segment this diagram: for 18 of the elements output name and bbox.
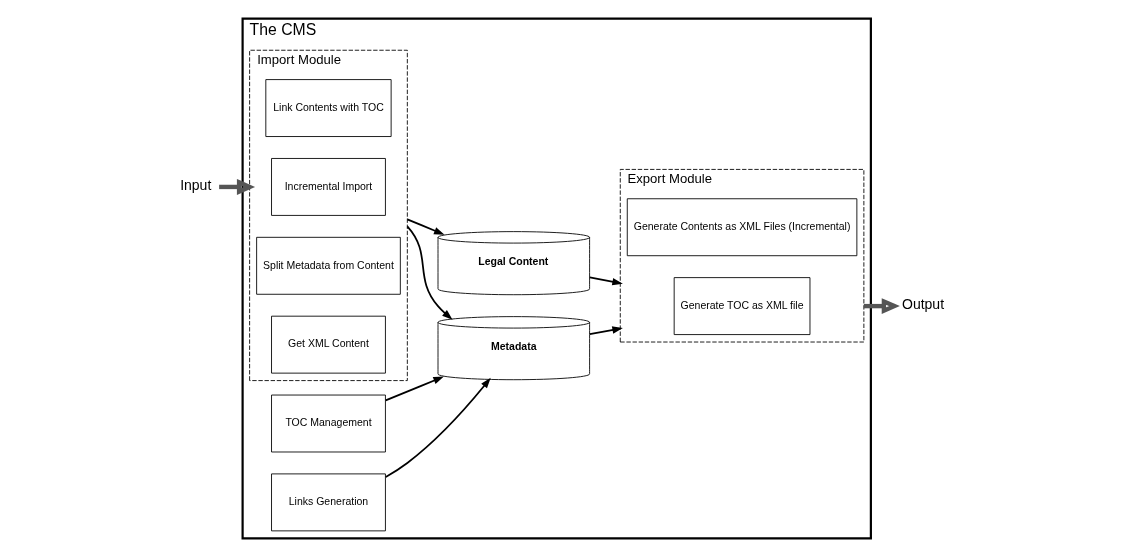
node-box: Links Generation xyxy=(271,473,386,532)
arrow xyxy=(384,376,444,402)
node-box: Link Contents with TOC xyxy=(265,79,392,137)
arrow xyxy=(588,276,623,286)
node-box: TOC Management xyxy=(271,394,386,453)
arrow xyxy=(384,377,491,478)
node-box: Generate Contents as XML Files (Incremental) xyxy=(626,198,858,257)
node-box: Generate TOC as XML file xyxy=(673,277,811,335)
arrow xyxy=(406,225,453,320)
arrow xyxy=(406,218,445,235)
arrow xyxy=(588,326,623,336)
node-box: Incremental Import xyxy=(271,158,386,216)
node-box: Split Metadata from Content xyxy=(256,236,401,295)
arrow xyxy=(863,298,900,315)
node-text: Output xyxy=(901,296,945,313)
node-text: Input xyxy=(180,177,212,194)
arrow xyxy=(219,179,256,195)
node-box: Get XML Content xyxy=(271,315,386,374)
